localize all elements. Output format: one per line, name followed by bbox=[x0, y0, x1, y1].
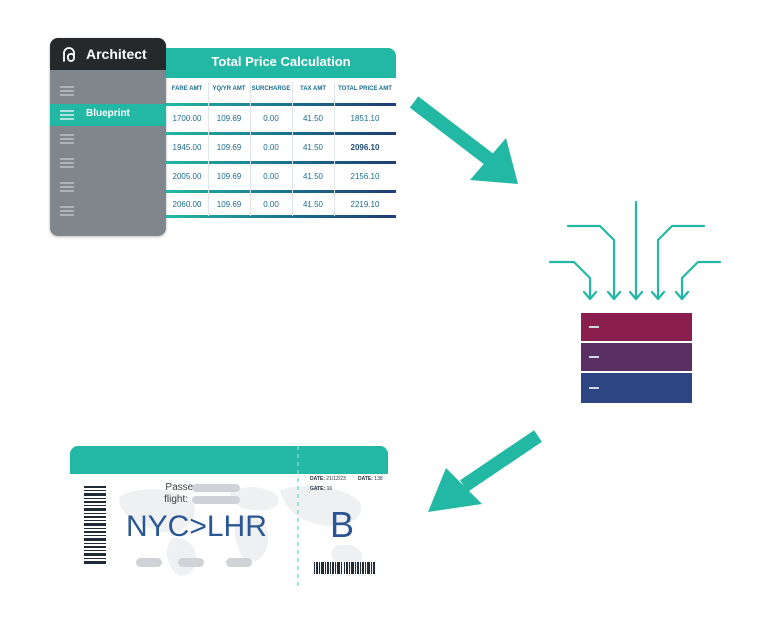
table-divider bbox=[166, 161, 396, 164]
column-separator bbox=[208, 82, 209, 216]
gate-label: GATE: bbox=[310, 486, 326, 492]
date-value: 138 bbox=[374, 476, 383, 482]
passenger-value-redacted bbox=[192, 484, 240, 492]
stub-date: DATE: 21/12/23 bbox=[310, 476, 346, 482]
price-table: Total Price Calculation FARE AMT YQ/YR A… bbox=[166, 48, 396, 222]
database-indicator bbox=[589, 387, 599, 389]
class-letter: B bbox=[330, 504, 355, 545]
sidebar-item-label: Blueprint bbox=[86, 108, 130, 119]
flight-label: flight: bbox=[164, 494, 188, 505]
database-segment bbox=[581, 343, 692, 371]
table-cell: 1851.10 bbox=[350, 114, 380, 123]
table-cell: 2219.10 bbox=[350, 200, 380, 209]
table-cell: 41.50 bbox=[302, 114, 324, 123]
incoming-data-arrows-icon bbox=[548, 200, 722, 301]
boarding-pass-header bbox=[70, 446, 388, 474]
barcode-icon bbox=[84, 486, 106, 564]
table-divider bbox=[166, 190, 396, 193]
hamburger-icon bbox=[60, 158, 74, 168]
hamburger-icon bbox=[60, 134, 74, 144]
database-segment bbox=[581, 373, 692, 403]
route-label: NYC>LHR bbox=[126, 510, 267, 543]
sidebar-item[interactable] bbox=[50, 128, 166, 150]
date-value: 21/12/23 bbox=[326, 476, 346, 482]
table-cell: 109.69 bbox=[216, 114, 242, 123]
database-indicator bbox=[589, 326, 599, 328]
sidebar-item[interactable] bbox=[50, 80, 166, 102]
table-cell: 0.00 bbox=[263, 114, 279, 123]
database-segment bbox=[581, 313, 692, 341]
column-header: TOTAL PRICE AMT bbox=[338, 86, 392, 92]
table-cell: 109.69 bbox=[216, 172, 242, 181]
info-pill bbox=[136, 558, 162, 567]
column-header: YQ/YR AMT bbox=[212, 86, 246, 92]
date-label: DATE: bbox=[358, 476, 373, 482]
hamburger-icon bbox=[60, 182, 74, 192]
table-cell-highlight: 2096.10 bbox=[350, 143, 380, 152]
architect-sidebar: Architect Blueprint bbox=[50, 38, 166, 236]
column-separator bbox=[334, 82, 335, 216]
table-divider bbox=[166, 215, 396, 218]
date-label: DATE: bbox=[310, 476, 325, 482]
sidebar-item[interactable] bbox=[50, 176, 166, 198]
arrow-down-right-icon bbox=[409, 96, 518, 184]
table-header: Total Price Calculation bbox=[166, 48, 396, 78]
table-cell: 2005.00 bbox=[172, 172, 202, 181]
table-cell: 41.50 bbox=[302, 143, 324, 152]
boarding-pass: Passenger: flight: NYC>LHR DATE: 21/12/2… bbox=[70, 446, 388, 586]
info-pill bbox=[226, 558, 252, 567]
table-cell: 0.00 bbox=[263, 143, 279, 152]
column-header: TAX AMT bbox=[300, 86, 326, 92]
stub-gate: GATE: 16 bbox=[310, 486, 332, 492]
table-cell: 2156.10 bbox=[350, 172, 380, 181]
arrow-down-left-icon bbox=[428, 430, 542, 512]
flight-value-redacted bbox=[192, 496, 240, 504]
architect-logo-icon bbox=[63, 47, 75, 62]
database-server-icon bbox=[581, 313, 692, 403]
sidebar-item-blueprint[interactable]: Blueprint bbox=[50, 104, 166, 126]
table-cell: 0.00 bbox=[263, 200, 279, 209]
sidebar-item[interactable] bbox=[50, 200, 166, 222]
info-pill bbox=[178, 558, 204, 567]
sidebar-header: Architect bbox=[50, 38, 166, 70]
perforation-line bbox=[297, 446, 299, 586]
table-cell: 0.00 bbox=[263, 172, 279, 181]
table-cell: 1700.00 bbox=[172, 114, 202, 123]
column-separator bbox=[250, 82, 251, 216]
hamburger-icon bbox=[60, 86, 74, 96]
table-cell: 109.69 bbox=[216, 200, 242, 209]
table-title: Total Price Calculation bbox=[211, 54, 351, 69]
table-cell: 1945.00 bbox=[172, 143, 202, 152]
hamburger-icon bbox=[60, 206, 74, 216]
sidebar-item[interactable] bbox=[50, 152, 166, 174]
table-cell: 41.50 bbox=[302, 200, 324, 209]
hamburger-icon bbox=[60, 110, 74, 120]
passenger-label: Passenger: bbox=[165, 482, 216, 493]
stub-date-secondary: DATE: 138 bbox=[358, 476, 383, 482]
table-divider bbox=[166, 132, 396, 135]
table-cell: 109.69 bbox=[216, 143, 242, 152]
barcode-icon bbox=[314, 562, 375, 574]
database-indicator bbox=[589, 356, 599, 358]
gate-value: 16 bbox=[326, 486, 333, 492]
table-divider bbox=[166, 103, 396, 106]
column-header: FARE AMT bbox=[171, 86, 203, 92]
table-cell: 2060.00 bbox=[172, 200, 202, 209]
brand-name: Architect bbox=[86, 46, 147, 62]
table-cell: 41.50 bbox=[302, 172, 324, 181]
column-separator bbox=[292, 82, 293, 216]
column-header: SURCHARGE bbox=[251, 86, 291, 92]
